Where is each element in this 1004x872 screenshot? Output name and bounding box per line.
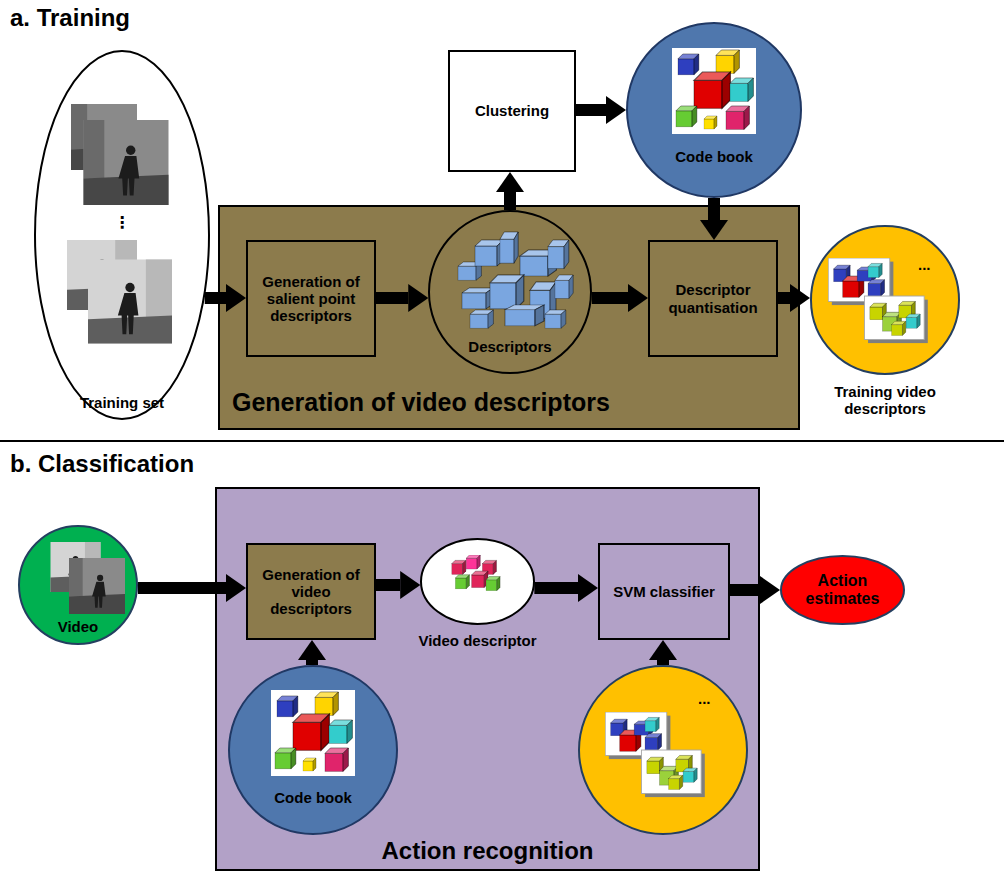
node-text: Training set xyxy=(40,394,204,411)
section-divider xyxy=(0,440,1004,442)
process-box: Generation of video descriptors xyxy=(246,543,376,640)
node-text: Descriptors xyxy=(434,338,586,355)
descriptor-cuboids xyxy=(458,232,573,328)
process-box: Generation of salient point descriptors xyxy=(246,240,376,357)
node-text: Generation of video descriptors xyxy=(254,566,368,618)
node-text: Code book xyxy=(234,789,392,806)
ellipsis-text: ... xyxy=(698,690,718,707)
section-heading: a. Training xyxy=(10,4,130,32)
node-text: Training video descriptors xyxy=(815,383,955,418)
ellipsis-text: ... xyxy=(918,256,938,273)
ellipse-shape xyxy=(627,23,801,197)
node-text: ⋮ xyxy=(40,214,204,232)
process-box: Descriptor quantisation xyxy=(648,240,778,357)
flow-arrow xyxy=(306,660,318,665)
ellipse-shape xyxy=(421,539,534,624)
section-heading: b. Classification xyxy=(10,450,194,478)
recognition-band: Action recognition Generation of video de… xyxy=(215,487,760,871)
flow-arrow xyxy=(657,660,669,665)
flow-arrow xyxy=(376,579,400,591)
node-text: Descriptor quantisation xyxy=(656,281,770,316)
classifier-box: SVM classifier xyxy=(598,543,730,640)
result-ellipse: Action estimates xyxy=(780,555,905,625)
ellipse-shape xyxy=(229,666,397,834)
node-text: Video descriptor xyxy=(393,632,563,649)
flow-arrow xyxy=(534,582,578,594)
node-text: Generation of salient point descriptors xyxy=(254,273,368,325)
flow-arrow xyxy=(504,192,516,210)
flow-arrow xyxy=(708,198,720,220)
node-text: Action recognition xyxy=(223,838,752,864)
flow-arrow xyxy=(592,292,628,304)
ellipse-shape xyxy=(781,556,904,624)
ellipse-shape xyxy=(19,526,137,644)
flow-arrow xyxy=(778,292,790,304)
flow-arrow xyxy=(138,582,226,594)
codebook-image xyxy=(672,48,756,134)
flow-arrow xyxy=(576,104,606,116)
ellipse-shape xyxy=(579,666,747,834)
node-text: SVM classifier xyxy=(606,583,722,600)
ellipse-shape xyxy=(35,51,209,419)
video-descriptor-image xyxy=(450,555,504,600)
flow-arrow xyxy=(376,292,408,304)
node-text: Video xyxy=(24,618,132,635)
codebook-image xyxy=(271,690,355,776)
ellipse-shape xyxy=(811,226,959,374)
flow-arrow xyxy=(730,584,760,596)
process-box: Clustering xyxy=(448,50,576,172)
node-text: Generation of video descriptors xyxy=(232,388,792,417)
node-text: Action estimates xyxy=(786,572,899,609)
node-text: Code book xyxy=(632,148,796,165)
node-text: Clustering xyxy=(456,102,568,119)
ellipse-shape xyxy=(429,211,591,373)
flow-arrow xyxy=(205,292,226,304)
